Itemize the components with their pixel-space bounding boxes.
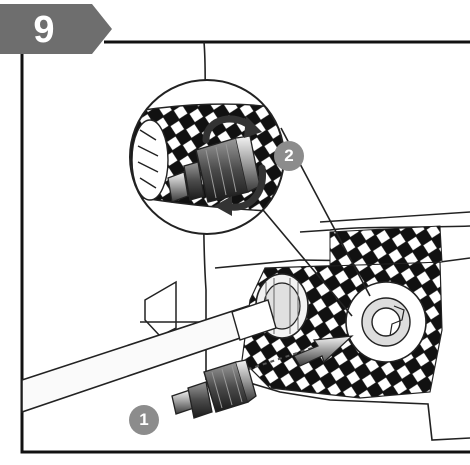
frame-border (20, 42, 470, 454)
step-number: 9 (33, 9, 55, 51)
callout-2: 2 (274, 141, 304, 171)
rotate-arrows-icon (202, 115, 266, 216)
machine-foot (239, 379, 470, 441)
push-arrow-icon (239, 335, 354, 373)
step-tab: 9 (0, 4, 114, 54)
loose-connector (171, 359, 257, 419)
detail-zoom (129, 79, 371, 317)
callout-1: 1 (129, 405, 159, 435)
machine-shelf (144, 280, 177, 337)
step-tab-shape (0, 4, 112, 54)
